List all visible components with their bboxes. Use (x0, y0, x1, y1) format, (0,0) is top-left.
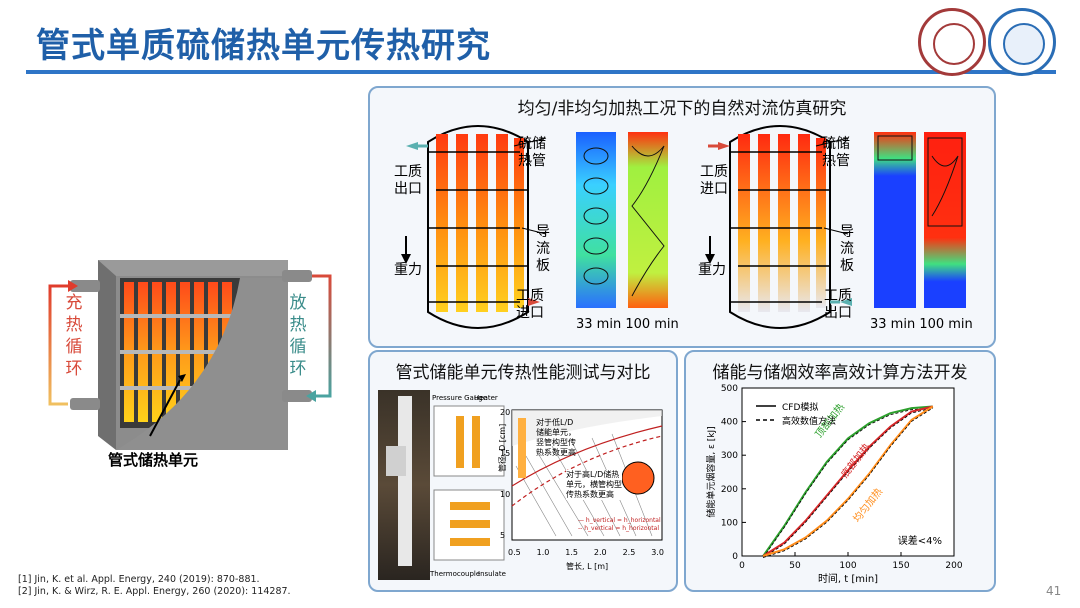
series-line-1 (762, 405, 934, 557)
x-tick-label: 50 (789, 561, 801, 571)
test-legend-1: — h_vertical = h_horizontal (578, 517, 661, 524)
peking-university-logo (918, 8, 986, 76)
simulation-figure (401, 125, 966, 329)
page-number: 41 (1046, 584, 1062, 598)
reference-2: [2] Jin, K. & Wirz, R. E. Appl. Energy, … (18, 586, 291, 597)
left-time-label: 33 min 100 min (576, 317, 679, 332)
left-inlet-label: 工质 进口 (516, 288, 544, 321)
test-figure (378, 390, 663, 580)
test-legend-2: -- h_vertical = h_horizontal (578, 525, 659, 532)
left-tube-label: 硫储 热管 (518, 136, 546, 169)
x-tick-label: 200 (945, 561, 962, 571)
storage-unit-illustration (48, 260, 332, 450)
low-ld-note: 对于低L/D 储能单元， 竖管构型传 热系数更高 (536, 418, 576, 457)
heater-label: Heater (474, 394, 498, 402)
right-tube-label: 硫储 热管 (822, 136, 850, 169)
huazhong-university-logo (988, 8, 1056, 76)
y-tick-label: 300 (721, 451, 738, 461)
y-tick-label: 0 (732, 552, 738, 562)
device-caption: 管式储热单元 (108, 451, 199, 469)
left-baffle-label: 导 流 板 (536, 224, 550, 274)
x-tick-label: 100 (839, 561, 856, 571)
right-time-label: 33 min 100 min (870, 317, 973, 332)
series-model-line-1 (762, 407, 933, 558)
left-outlet-label: 工质 出口 (394, 164, 422, 197)
y-tick-label: 400 (721, 418, 738, 428)
page-title: 管式单质硫储热单元传热研究 (36, 26, 491, 66)
series-model-line-0 (762, 407, 933, 558)
test-xlabel: 管长, L [m] (566, 562, 609, 571)
legend-label-cfd: CFD模拟 (782, 401, 818, 413)
series-line-2 (762, 405, 934, 557)
thermocouple-label: Thermocouple (430, 570, 481, 578)
x-tick-label: 150 (892, 561, 909, 571)
left-gravity-label: 重力 (394, 262, 422, 278)
right-gravity-label: 重力 (698, 262, 726, 278)
legend-label-model: 高效数值方法 (782, 415, 836, 427)
simulation-panel: 均匀/非均匀加热工况下的自然对流仿真研究 (368, 86, 996, 348)
charge-cycle-label: 充热循环 (65, 293, 83, 379)
discharge-cycle-label: 放热循环 (289, 293, 307, 379)
efficiency-panel-title: 储能与储烟效率高效计算方法开发 (712, 363, 968, 383)
title-underline (26, 70, 1056, 74)
right-inlet-label: 工质 进口 (700, 164, 728, 197)
x-tick-label: 0 (739, 561, 745, 571)
insulate-label: Insulate (478, 570, 506, 578)
y-axis-label: 储能单元烟容量, ε [kJ] (705, 426, 717, 517)
efficiency-panel: 储能与储烟效率高效计算方法开发 0 50 100 150 200 0 100 200 300 40… (684, 350, 996, 592)
series-model-line-2 (763, 407, 934, 558)
reference-1: [1] Jin, K. et al. Appl. Energy, 240 (20… (18, 574, 260, 585)
x-axis-label: 时间, t [min] (818, 572, 878, 585)
y-tick-label: 200 (721, 485, 738, 495)
pressure-gauge-label: Pressure Gauge (432, 394, 488, 402)
references: [1] Jin, K. et al. Appl. Energy, 240 (20… (18, 574, 291, 598)
right-baffle-label: 导 流 板 (840, 224, 854, 274)
error-annotation: 误差<4% (898, 534, 942, 547)
y-tick-label: 500 (721, 384, 738, 394)
simulation-panel-title: 均匀/非均匀加热工况下的自然对流仿真研究 (517, 99, 847, 119)
test-panel-title: 管式储能单元传热性能测试与对比 (395, 363, 651, 383)
test-panel: 管式储能单元传热性能测试与对比 Pressure Gauge Heater Th… (368, 350, 678, 592)
high-ld-note: 对于高L/D储热 单元，横管构型 传热系数更高 (566, 470, 622, 500)
exergy-chart: 0 50 100 150 200 0 100 200 300 400 500 时间, t [min] 储… (705, 384, 963, 585)
right-outlet-label: 工质 出口 (824, 288, 852, 321)
y-tick-label: 100 (721, 518, 738, 528)
series-line-0 (762, 405, 933, 557)
